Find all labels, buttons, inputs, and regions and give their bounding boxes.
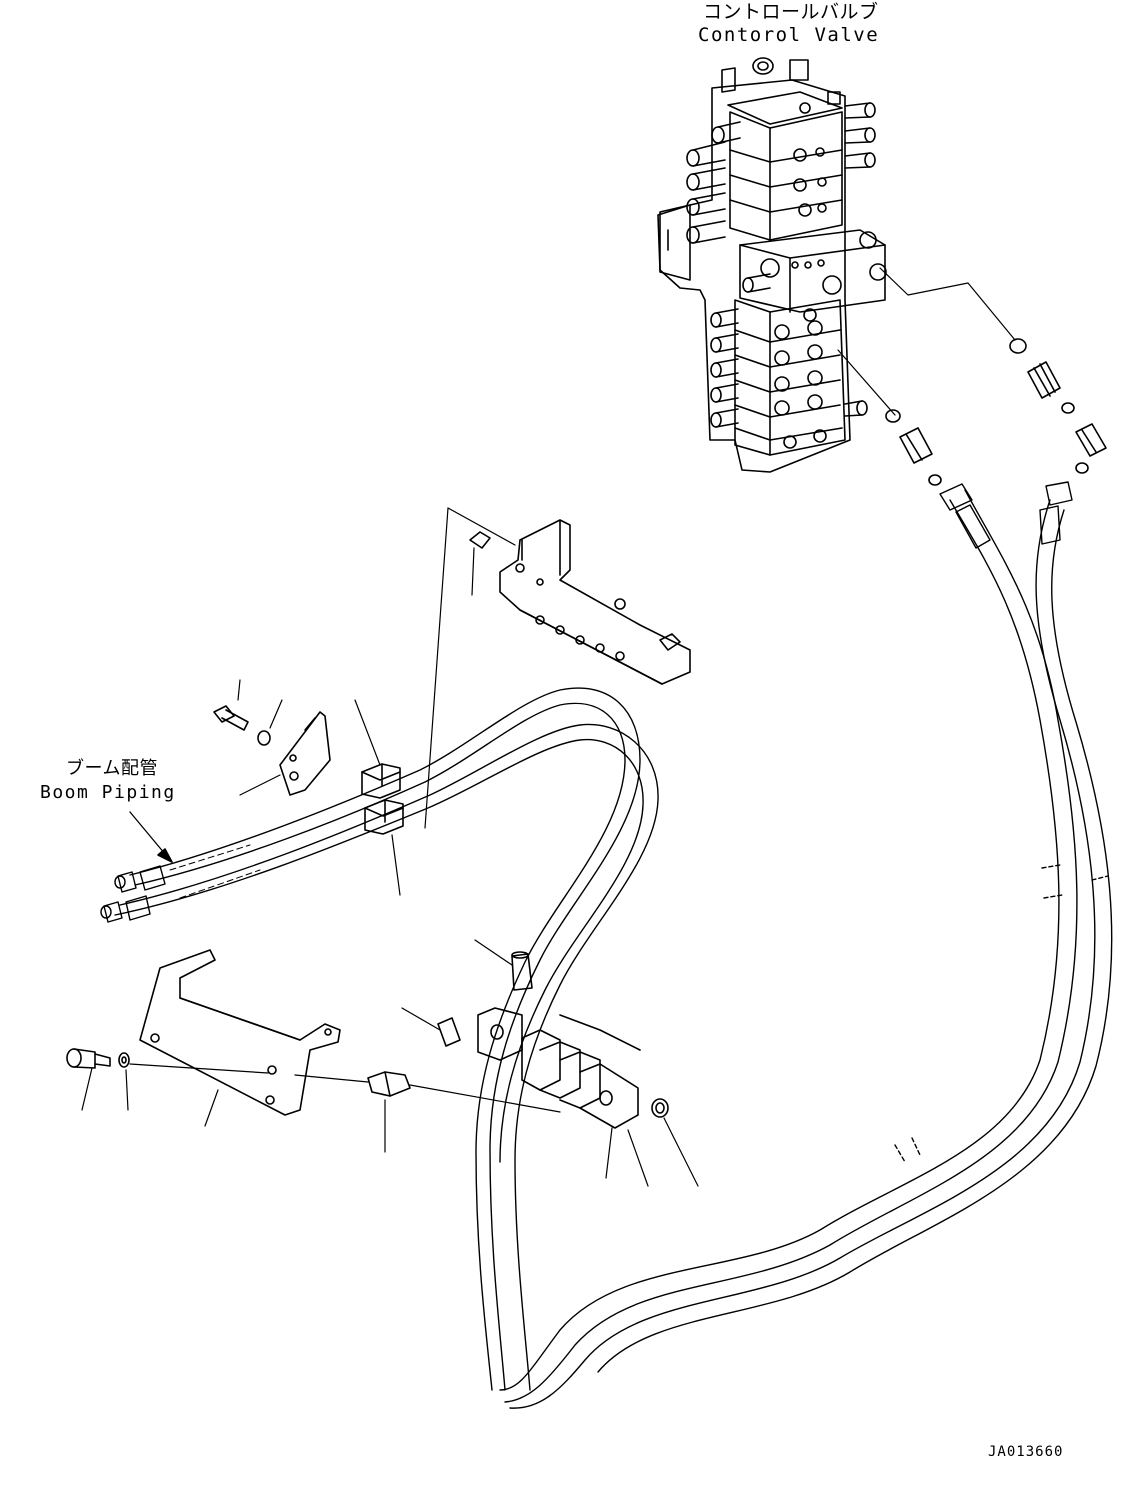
hose-clamps — [279, 711, 404, 835]
mounting-bracket-upper — [469, 519, 691, 685]
valve-fittings — [885, 338, 1107, 486]
boom-piping-label-en: Boom Piping — [40, 782, 176, 803]
bolt-top-left — [213, 705, 271, 746]
spacer — [367, 1071, 411, 1097]
drawing-number: JA013660 — [988, 1444, 1064, 1460]
boom-piping-hoses — [100, 687, 659, 1391]
clamp-block — [437, 951, 641, 1129]
nut — [651, 1098, 669, 1118]
control-valve-label-jp: コントロールバルブ — [703, 1, 879, 23]
bolt-lower-left — [66, 1048, 130, 1069]
control-valve-label-en: Contorol Valve — [698, 24, 880, 46]
boom-piping-label-jp: ブーム配管 — [66, 758, 158, 779]
hoses — [499, 481, 1113, 1409]
mounting-bracket-lower — [139, 949, 341, 1116]
control-valve-assembly — [657, 57, 887, 473]
